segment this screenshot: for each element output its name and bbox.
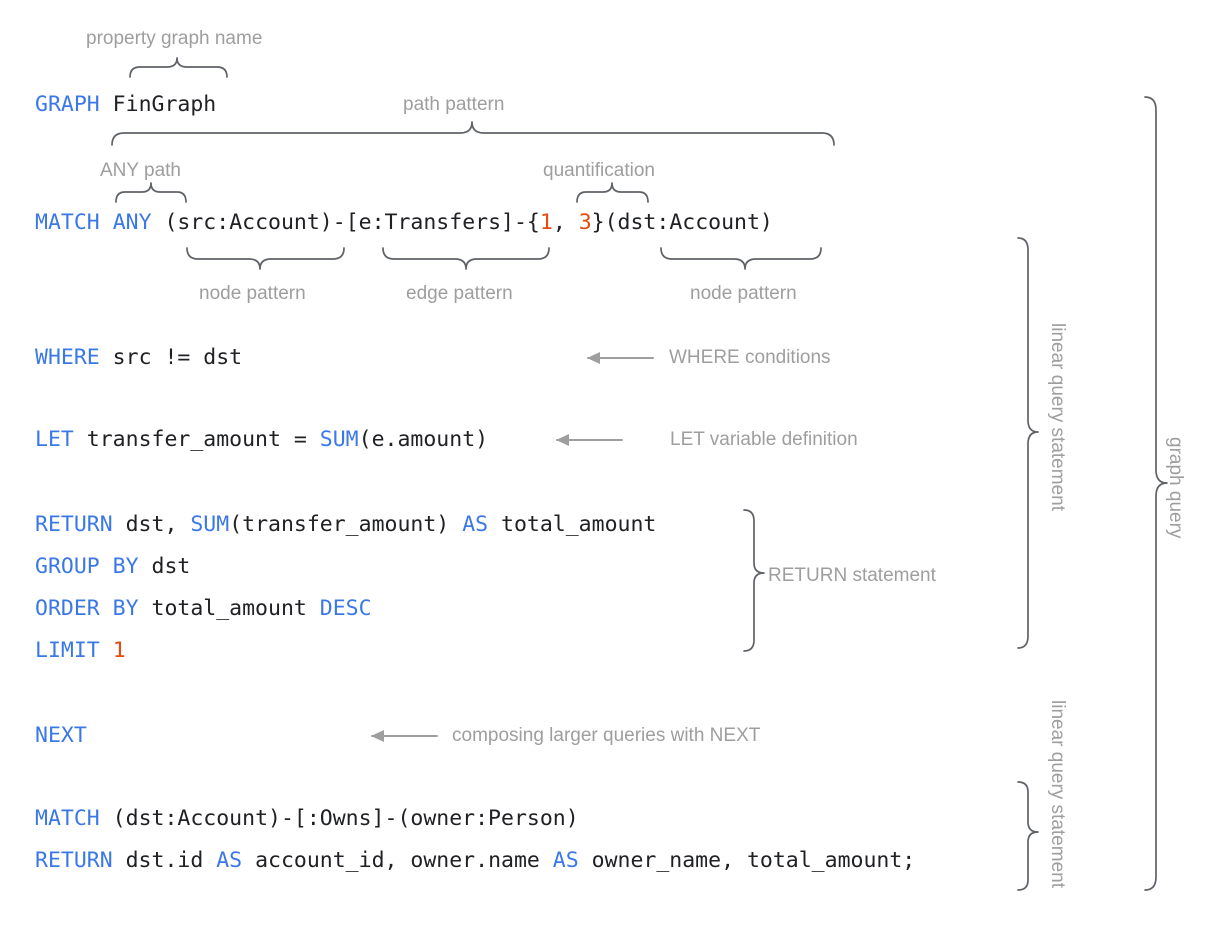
code-line-where: WHERE src != dst xyxy=(35,345,242,371)
code-token xyxy=(100,210,113,235)
label-where-conditions: WHERE conditions xyxy=(669,347,831,368)
code-line-order-by: ORDER BY total_amount DESC xyxy=(35,596,372,622)
brace-quantification xyxy=(576,182,649,203)
code-line-let: LET transfer_amount = SUM(e.amount) xyxy=(35,427,488,453)
brace-any-path xyxy=(115,182,187,203)
code-token: src != dst xyxy=(99,345,243,370)
code-token: dst, xyxy=(112,512,191,537)
arrow-let-variable-definition xyxy=(556,434,623,446)
label-node-pattern-left: node pattern xyxy=(199,283,306,304)
code-token: transfer_amount = xyxy=(73,427,320,452)
code-token: total_amount xyxy=(488,512,657,537)
code-token: AS xyxy=(552,848,579,873)
label-linear-query-statement-1: linear query statement xyxy=(1047,323,1068,511)
code-token: LIMIT xyxy=(35,638,100,663)
label-linear-query-statement-2: linear query statement xyxy=(1047,700,1068,888)
brace-linear-query-statement-1 xyxy=(1017,237,1039,649)
brace-property-graph-name xyxy=(129,57,228,78)
code-line-return: RETURN dst, SUM(transfer_amount) AS tota… xyxy=(35,512,656,538)
brace-node-pattern-left xyxy=(186,247,345,270)
code-token: NEXT xyxy=(35,723,87,748)
code-token xyxy=(100,638,113,663)
code-token: 1 xyxy=(112,638,126,663)
label-graph-query: graph query xyxy=(1165,437,1186,539)
code-token: (dst:Account)-[:Owns]-(owner:Person) xyxy=(99,806,579,831)
code-token: FinGraph xyxy=(99,92,217,117)
code-token: , xyxy=(552,210,579,235)
code-token: DESC xyxy=(319,596,372,621)
label-composing-with-next: composing larger queries with NEXT xyxy=(452,725,761,746)
brace-path-pattern xyxy=(111,121,835,146)
arrow-where-conditions xyxy=(587,352,654,364)
arrow-composing-with-next xyxy=(371,730,438,742)
code-token: RETURN xyxy=(35,848,113,873)
code-token: account_id, owner.name xyxy=(242,848,553,873)
brace-node-pattern-right xyxy=(660,247,822,270)
label-edge-pattern: edge pattern xyxy=(406,283,513,304)
code-token: }(dst:Account) xyxy=(591,210,773,235)
label-quantification: quantification xyxy=(543,160,655,181)
code-token: (src:Account)-[e:Transfers]-{ xyxy=(151,210,540,235)
code-line-graph: GRAPH FinGraph xyxy=(35,92,216,118)
code-token: SUM xyxy=(190,512,230,537)
code-token: SUM xyxy=(319,427,359,452)
code-token: MATCH xyxy=(35,806,100,831)
code-token: dst xyxy=(138,554,191,579)
code-token: dst.id xyxy=(112,848,217,873)
code-line-match: MATCH ANY (src:Account)-[e:Transfers]-{1… xyxy=(35,210,773,236)
code-token: 3 xyxy=(578,210,592,235)
code-line-return-final: RETURN dst.id AS account_id, owner.name … xyxy=(35,848,915,874)
code-line-match-owns: MATCH (dst:Account)-[:Owns]-(owner:Perso… xyxy=(35,806,579,832)
brace-return-statement xyxy=(743,509,765,652)
code-token: ANY xyxy=(112,210,152,235)
code-token: GROUP BY xyxy=(35,554,139,579)
brace-edge-pattern xyxy=(382,247,550,270)
code-token: WHERE xyxy=(35,345,100,370)
code-token: LET xyxy=(35,427,74,452)
label-node-pattern-right: node pattern xyxy=(690,283,797,304)
label-let-variable-definition: LET variable definition xyxy=(670,429,858,450)
code-token: (transfer_amount) xyxy=(229,512,463,537)
code-token: 1 xyxy=(539,210,553,235)
code-token: ORDER BY xyxy=(35,596,139,621)
code-token: (e.amount) xyxy=(358,427,489,452)
code-token: total_amount xyxy=(138,596,320,621)
code-line-group-by: GROUP BY dst xyxy=(35,554,190,580)
label-any-path: ANY path xyxy=(100,160,181,181)
label-property-graph-name: property graph name xyxy=(86,28,263,49)
label-return-statement: RETURN statement xyxy=(768,565,936,586)
code-token: owner_name, total_amount; xyxy=(578,848,916,873)
code-token: MATCH xyxy=(35,210,100,235)
code-line-limit: LIMIT 1 xyxy=(35,638,126,664)
code-token: RETURN xyxy=(35,512,113,537)
brace-linear-query-statement-2 xyxy=(1017,781,1039,891)
code-token: GRAPH xyxy=(35,92,100,117)
code-token: AS xyxy=(216,848,243,873)
label-path-pattern: path pattern xyxy=(403,94,505,115)
code-token: AS xyxy=(462,512,489,537)
code-line-next: NEXT xyxy=(35,723,87,749)
